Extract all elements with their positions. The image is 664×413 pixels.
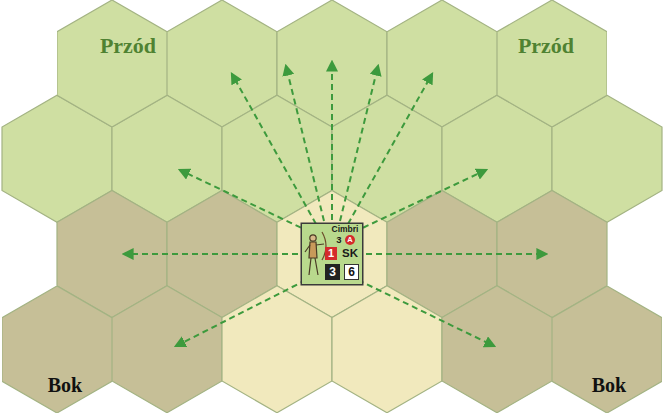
combat-value: 1 [325, 247, 337, 260]
facing-arrow [124, 253, 298, 255]
front-hex: Przód [497, 0, 607, 127]
hex-cell [332, 286, 442, 413]
zone-label: Bok [48, 374, 82, 397]
hex-outline [497, 0, 607, 127]
unit-type: SK [338, 247, 362, 260]
hex-cell [112, 286, 222, 413]
flank-hex: Bok [2, 286, 112, 413]
hex-shape [2, 286, 112, 413]
zone-label: Przód [100, 33, 156, 59]
range-value: 3 [325, 264, 340, 280]
unit-size: 3 [334, 234, 344, 245]
flank-hex: Bok [552, 286, 662, 413]
facing-arrow [358, 280, 494, 346]
hex-outline [57, 0, 167, 127]
unit-name: Cimbri [328, 224, 362, 234]
hex-shape [552, 286, 662, 413]
unit-counter-art [301, 223, 363, 285]
zone-label: Przód [518, 33, 574, 59]
counter-ground [301, 223, 363, 285]
movement-value: 6 [344, 264, 359, 280]
hex-cell [222, 286, 332, 413]
front-hex: Przód [57, 0, 167, 127]
facing-arrow [331, 62, 333, 220]
facing-arrow [340, 66, 378, 221]
facing-arrow [354, 170, 486, 232]
facing-arrow [366, 253, 546, 255]
hex-shape [497, 0, 607, 127]
archer-figure [305, 232, 326, 275]
facing-arrow [232, 74, 316, 224]
facing-arrow [286, 66, 324, 221]
facing-arrows [124, 62, 546, 346]
zone-label: Bok [592, 374, 626, 397]
unit-counter: Cimbri3A1SK36 [301, 223, 363, 285]
hex-shape [57, 0, 167, 127]
unit-grade: A [345, 235, 355, 245]
facing-arrow [176, 280, 306, 346]
hex-cell [442, 286, 552, 413]
